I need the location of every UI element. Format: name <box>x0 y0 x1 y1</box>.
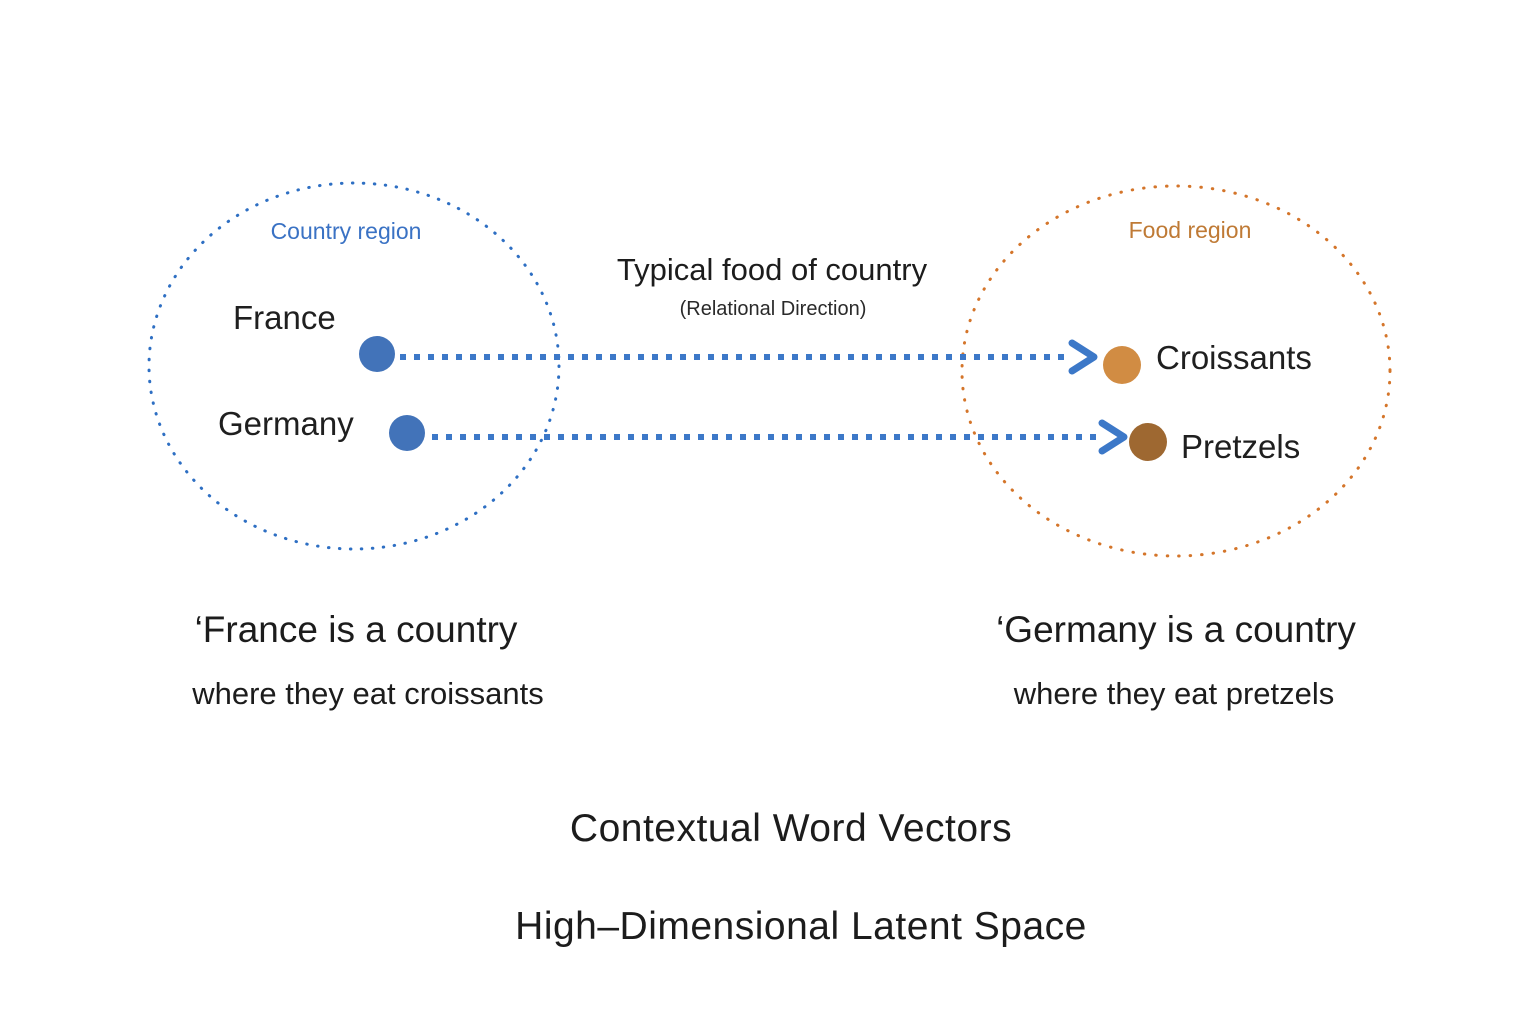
croissants-point <box>1103 346 1141 384</box>
france-label: France <box>233 299 336 336</box>
pretzels-label: Pretzels <box>1181 428 1301 465</box>
germany-point <box>389 415 425 451</box>
france-croissants-arrowhead-icon <box>1068 339 1098 375</box>
germany-quote-line1: ‘Germany is a country <box>996 609 1356 650</box>
france-point <box>359 336 395 372</box>
relation-subtitle: (Relational Direction) <box>679 298 867 320</box>
germany-quote-line2: where they eat pretzels <box>1013 676 1335 711</box>
food-region-label: Food region <box>1128 217 1252 243</box>
france-quote-line1: ‘France is a country <box>194 609 518 650</box>
pretzels-point <box>1129 423 1167 461</box>
country-region-circle <box>147 181 561 551</box>
country-region-label: Country region <box>270 218 422 244</box>
footer-title: Contextual Word Vectors <box>569 807 1013 850</box>
relation-title: Typical food of country <box>616 252 928 287</box>
croissants-label: Croissants <box>1156 339 1312 376</box>
germany-label: Germany <box>218 405 354 442</box>
footer-subtitle: High–Dimensional Latent Space <box>515 905 1087 948</box>
food-region-circle <box>960 184 1392 558</box>
france-quote-line2: where they eat croissants <box>192 676 544 711</box>
germany-pretzels-arrowhead-icon <box>1098 419 1128 455</box>
